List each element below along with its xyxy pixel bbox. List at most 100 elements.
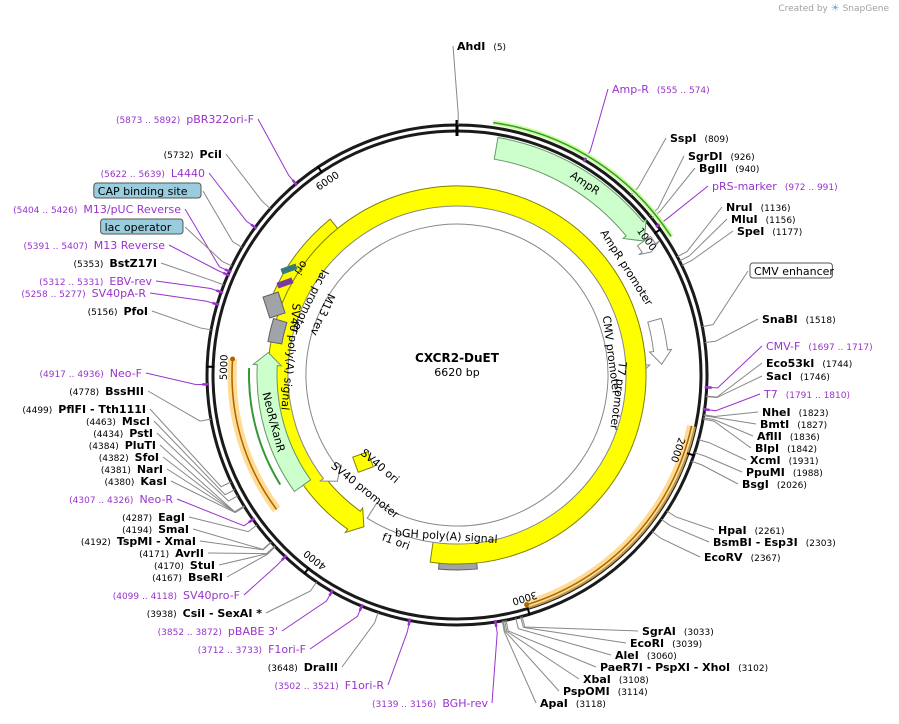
pflfi-position: (4499) <box>22 406 52 416</box>
blpi-position: (1842) <box>787 445 817 455</box>
eco53ki-name: Eco53kI <box>766 357 814 370</box>
csii-position: (3938) <box>147 610 177 620</box>
m13-puc-reverse-name: M13/pUC Reverse <box>83 203 181 216</box>
bstz17i-leader <box>160 262 224 286</box>
nhei-leader <box>703 411 759 417</box>
sv40pro-f-position: (4099 .. 4118) <box>113 592 177 602</box>
lac-operator-leader <box>184 226 233 267</box>
psti-leader <box>156 432 239 502</box>
cmv-enhancer-tag-leader <box>702 270 749 328</box>
tspmi-label: (4192)TspMI - XmaI <box>81 535 196 548</box>
nari-label: (4381)NarI <box>101 463 163 476</box>
bstz17i-label: (5353)BstZ17I <box>73 257 157 270</box>
sv40pa-r-leader <box>149 292 218 305</box>
csii-label: (3938)CsiI - SexAI * <box>147 607 263 620</box>
hpai-name: HpaI <box>718 524 747 537</box>
bsgi-label: BsgI(2026) <box>742 478 807 491</box>
pluti-position: (4384) <box>89 442 119 452</box>
t7-name: T7 <box>763 388 778 401</box>
blpi-label: BlpI(1842) <box>755 442 817 455</box>
cmv-enhancer-tag-label: CMV enhancer <box>754 265 834 278</box>
cmv-f-leader <box>706 345 763 389</box>
bsgi-name: BsgI <box>742 478 769 491</box>
msci-leader <box>153 420 236 496</box>
ecori-position: (3039) <box>672 640 702 650</box>
nrui-name: NruI <box>726 201 753 214</box>
created-by-text: Created by <box>778 4 828 14</box>
mlui-position: (1156) <box>766 216 796 226</box>
sv40-ori-box <box>352 451 374 473</box>
apai-leader <box>501 620 537 704</box>
m13-reverse-leader <box>168 244 229 276</box>
neo-r-position: (4307 .. 4326) <box>69 496 133 506</box>
blpi-leader <box>702 418 752 449</box>
sspi-leader <box>630 137 667 196</box>
xcmi-name: XcmI <box>750 454 781 467</box>
plasmid-backbone <box>205 120 709 627</box>
ebv-rev-primer-mark <box>216 289 224 294</box>
bgh-rev-leader <box>491 621 498 704</box>
amp-r-leader <box>584 88 609 161</box>
pfoi-position: (5156) <box>88 308 118 318</box>
cmv-enhancer-tag-tag: CMV enhancer <box>749 262 834 279</box>
aflii-position: (1836) <box>790 433 820 443</box>
plasmid-size: 6620 bp <box>434 366 479 379</box>
bsmbi-label: BsmBI - Esp3I(2303) <box>713 536 836 549</box>
stui-position: (4170) <box>154 562 184 572</box>
apai-name: ApaI <box>540 697 568 710</box>
m13-puc-reverse-label: (5404 .. 5426)M13/pUC Reverse <box>13 203 181 216</box>
hpai-leader <box>666 510 715 531</box>
saci-position: (1746) <box>800 373 830 383</box>
m13-reverse-label: (5391 .. 5407)M13 Reverse <box>24 239 166 252</box>
neo-f-leader <box>145 372 208 386</box>
ahdi-name: AhdI <box>457 40 485 53</box>
pbabe3-leader <box>281 591 333 632</box>
nrui-position: (1136) <box>761 204 791 214</box>
ebv-rev-label: (5312 .. 5331)EBV-rev <box>39 275 152 288</box>
m13-puc-reverse-primer-mark <box>224 268 232 274</box>
l4440-label: (5622 .. 5639)L4440 <box>101 167 205 180</box>
sgrdi-leader <box>649 155 685 216</box>
nhei-name: NheI <box>762 406 791 419</box>
pbabe3-position: (3852 .. 3872) <box>158 628 222 638</box>
pbabe3-name: pBABE 3' <box>228 625 278 638</box>
l4440-primer-mark <box>250 223 258 230</box>
bsmbi-leader <box>660 518 710 543</box>
csii-leader <box>265 581 318 614</box>
cap-binding-site-tag: CAP binding site <box>93 182 202 199</box>
smai-name: SmaI <box>158 523 189 536</box>
tspmi-position: (4192) <box>81 538 111 548</box>
sv40pro-f-name: SV40pro-F <box>183 589 240 602</box>
ebv-rev-name: EBV-rev <box>109 275 152 288</box>
sv40pa-r-label: (5258 .. 5277)SV40pA-R <box>21 287 146 300</box>
sfoi-name: SfoI <box>135 451 159 464</box>
bglii-leader <box>651 167 696 219</box>
ecorv-leader <box>651 530 701 558</box>
saci-leader <box>706 375 763 399</box>
draiii-position: (3648) <box>268 664 298 674</box>
msci-name: MscI <box>122 415 150 428</box>
bsshii-position: (4778) <box>69 388 99 398</box>
ppumi-label: PpuMI(1988) <box>746 466 823 479</box>
cap-binding-site-leader <box>202 190 243 248</box>
cap-binding-site-label: CAP binding site <box>98 185 188 198</box>
bsgi-leader <box>691 460 739 485</box>
pfoi-leader <box>151 310 212 331</box>
msci-label: (4463)MscI <box>86 415 150 428</box>
ppumi-position: (1988) <box>793 469 823 479</box>
stui-leader <box>218 545 276 566</box>
kasi-name: KasI <box>140 475 167 488</box>
ppumi-leader <box>694 452 743 473</box>
lac-operator-tag: lac operator <box>100 218 184 235</box>
neo-f-position: (4917 .. 4936) <box>39 370 103 380</box>
smai-position: (4194) <box>122 526 152 536</box>
bseri-name: BseRI <box>188 571 223 584</box>
spei-leader <box>681 230 734 266</box>
ecorv-position: (2367) <box>751 554 781 564</box>
xcmi-label: XcmI (1931) <box>750 454 819 467</box>
xcmi-position: (1931) <box>789 457 819 467</box>
mlui-label: MluI(1156) <box>731 213 796 226</box>
sv40pro-f-label: (4099 .. 4118) SV40pro-F <box>113 589 240 602</box>
sv40-promoter-feature <box>287 205 627 545</box>
alei-leader <box>515 617 612 656</box>
